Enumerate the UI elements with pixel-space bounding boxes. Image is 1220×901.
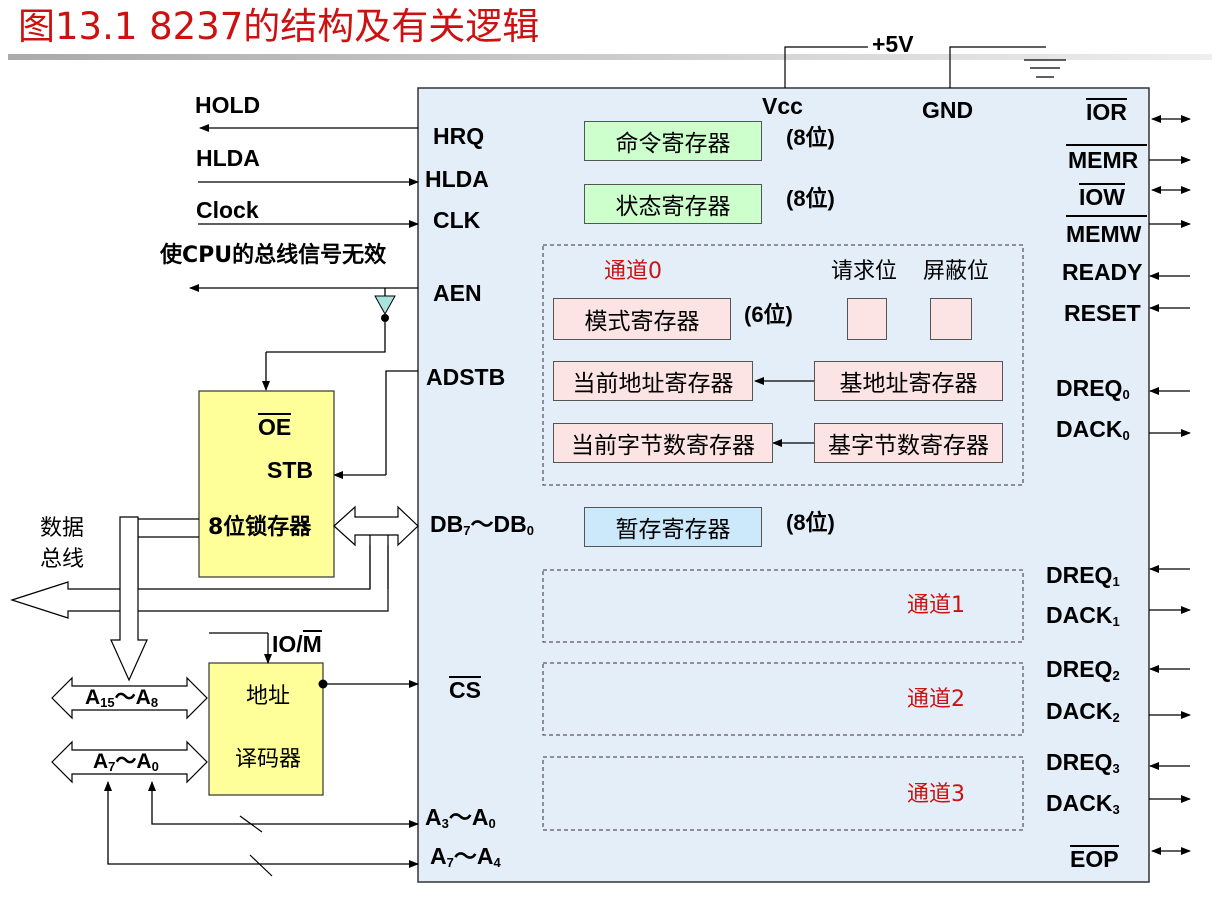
status-register-bits: (8位) [786, 186, 835, 211]
channel2-frame [542, 662, 1024, 736]
page-title: 图13.1 8237的结构及有关逻辑 [18, 5, 540, 48]
decoder-box [208, 662, 324, 796]
pin-db: DB7～DB0 [430, 511, 534, 538]
pin-eop: EOP [1070, 845, 1119, 872]
vcc-supply-label: +5V [872, 31, 914, 57]
vcc-label: Vcc [762, 93, 803, 119]
status-register: 状态寄存器 [584, 184, 762, 224]
hlda-signal: HLDA [196, 145, 260, 171]
gnd-label: GND [922, 97, 974, 123]
current-count-register: 当前字节数寄存器 [553, 423, 773, 463]
hold-signal: HOLD [195, 92, 261, 118]
current-address-register: 当前地址寄存器 [553, 361, 753, 401]
pin-dack3: DACK3 [1046, 790, 1120, 817]
decoder-iom: IO/M [272, 630, 322, 657]
title-underline [8, 54, 1212, 60]
temp-register-bits: (8位) [786, 510, 835, 535]
pin-a3-a0: A3～A0 [425, 804, 496, 831]
addr-bus-a15-a8: A15～A8 [85, 686, 159, 710]
channel1-label: 通道1 [907, 593, 965, 618]
a7-a0-bus [51, 740, 208, 784]
gnd-wire [949, 46, 1046, 88]
pin-dack0: DACK0 [1056, 416, 1130, 443]
mode-register: 模式寄存器 [553, 298, 731, 340]
disable-bus-signal: 使CPU的总线信号无效 [160, 243, 387, 268]
pin-aen: AEN [433, 280, 482, 306]
latch-box [198, 390, 335, 578]
vcc-wire [784, 46, 868, 88]
channel1-frame [542, 569, 1024, 643]
decoder-label-1: 地址 [246, 684, 291, 709]
command-register: 命令寄存器 [584, 121, 762, 161]
mask-bit-label: 屏蔽位 [923, 259, 990, 284]
channel3-label: 通道3 [907, 782, 965, 807]
pin-iow: IOW [1079, 183, 1125, 210]
pin-memr: MEMR [1068, 147, 1139, 173]
pin-hrq: HRQ [433, 123, 485, 149]
latch-stb: STB [267, 457, 313, 483]
pin-reset: RESET [1064, 300, 1141, 326]
pin-ior: IOR [1086, 98, 1127, 125]
latch-label: 8位锁存器 [208, 515, 312, 540]
pin-a7-a4: A7～A4 [430, 843, 501, 870]
command-register-bits: (8位) [786, 125, 835, 150]
pin-dreq3: DREQ3 [1046, 749, 1120, 776]
channel2-label: 通道2 [907, 687, 965, 712]
clock-signal: Clock [196, 197, 259, 223]
pin-dreq2: DREQ2 [1046, 656, 1120, 683]
base-count-register: 基字节数寄存器 [814, 423, 1003, 463]
decoder-label-2: 译码器 [235, 747, 302, 772]
addr-bus-a7-a0: A7～A0 [93, 750, 159, 774]
mode-register-bits: (6位) [744, 302, 793, 327]
data-bus-label-2: 总线 [40, 547, 85, 572]
request-bit-box [847, 298, 887, 340]
pin-memw: MEMW [1066, 221, 1142, 247]
pin-adstb: ADSTB [426, 364, 506, 390]
base-address-register: 基地址寄存器 [814, 361, 1003, 401]
channel0-label: 通道0 [604, 259, 662, 284]
a15-a8-bus [51, 676, 208, 720]
pin-clk: CLK [433, 207, 481, 233]
channel0-frame [542, 244, 1024, 486]
pin-dack2: DACK2 [1046, 698, 1120, 725]
request-bit-label: 请求位 [831, 259, 898, 284]
data-bus-label-1: 数据 [40, 516, 85, 541]
pin-dack1: DACK1 [1046, 602, 1120, 629]
mask-bit-box [930, 298, 972, 340]
pin-ready: READY [1062, 259, 1143, 285]
pin-dreq0: DREQ0 [1056, 375, 1130, 402]
temp-register: 暂存寄存器 [584, 507, 762, 547]
pin-dreq1: DREQ1 [1046, 562, 1120, 589]
pin-cs: CS [449, 676, 481, 703]
pin-hlda: HLDA [425, 166, 489, 192]
latch-oe: OE [258, 413, 292, 440]
channel3-frame [542, 756, 1024, 831]
